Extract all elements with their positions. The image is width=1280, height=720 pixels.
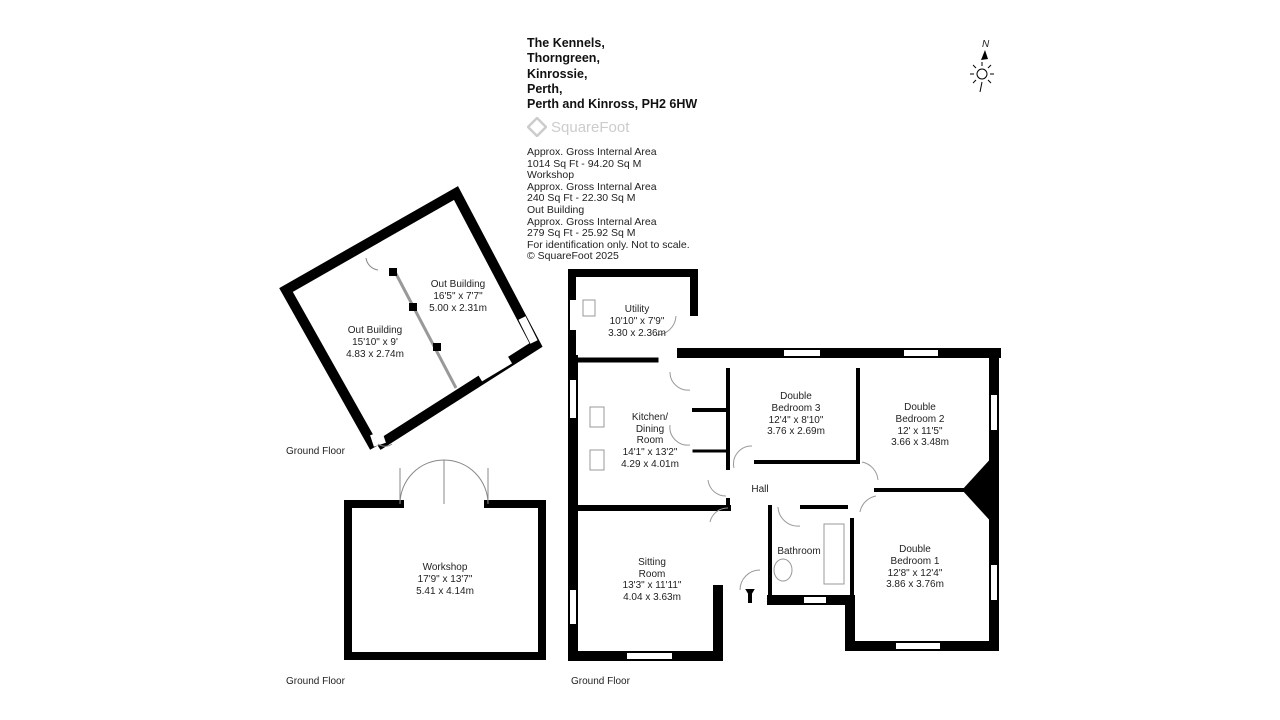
room-dim-metric: 4.83 x 2.74m bbox=[346, 349, 404, 360]
address-line: The Kennels, bbox=[527, 36, 605, 50]
property-address: The Kennels, Thorngreen, Kinrossie, Pert… bbox=[527, 36, 697, 112]
room-dim-imperial: 16'5" x 7'7" bbox=[433, 291, 483, 302]
room-dim-imperial: 12' x 11'5" bbox=[898, 426, 943, 437]
house-plan bbox=[568, 269, 1001, 661]
room-name: Bathroom bbox=[777, 546, 820, 557]
info-line: 1014 Sq Ft - 94.20 Sq M bbox=[527, 157, 642, 170]
floor-label: Ground Floor bbox=[286, 676, 346, 687]
workshop-plan bbox=[344, 459, 546, 660]
room-name: Bedroom 1 bbox=[891, 556, 940, 567]
room-dim-metric: 5.41 x 4.14m bbox=[416, 586, 474, 597]
floor-label: Ground Floor bbox=[571, 676, 631, 687]
room-dim-imperial: 15'10" x 9' bbox=[352, 337, 398, 348]
room-name: Bedroom 2 bbox=[896, 414, 945, 425]
room-name: Double bbox=[904, 402, 936, 413]
room-dim-metric: 5.00 x 2.31m bbox=[429, 303, 487, 314]
room-name: Double bbox=[899, 544, 931, 555]
address-line: Perth, bbox=[527, 81, 563, 96]
room-dim-imperial: 17'9" x 13'7" bbox=[418, 574, 473, 585]
info-line: 279 Sq Ft - 25.92 Sq M bbox=[527, 227, 636, 240]
area-info: Approx. Gross Internal Area 1014 Sq Ft -… bbox=[527, 146, 690, 263]
room-name: Workshop bbox=[423, 562, 468, 573]
room-dim-imperial: 13'3" x 11'11" bbox=[623, 580, 682, 591]
room-name: Out Building bbox=[348, 325, 402, 336]
compass-icon: N bbox=[970, 39, 994, 93]
logo-text: SquareFoot bbox=[551, 118, 630, 136]
room-dim-metric: 3.76 x 2.69m bbox=[767, 426, 825, 437]
info-line: For identification only. Not to scale. bbox=[527, 238, 690, 251]
room-dim-imperial: 12'4" x 8'10" bbox=[769, 415, 824, 426]
room-name: Room bbox=[639, 569, 666, 580]
room-name: Dining bbox=[636, 424, 664, 435]
info-line: 240 Sq Ft - 22.30 Sq M bbox=[527, 192, 636, 205]
room-name: Bedroom 3 bbox=[772, 403, 821, 414]
info-line: Workshop bbox=[527, 169, 575, 182]
info-line: Approx. Gross Internal Area bbox=[527, 180, 657, 193]
room-dim-imperial: 14'1" x 13'2" bbox=[623, 447, 678, 458]
room-dim-metric: 3.86 x 3.76m bbox=[886, 579, 944, 590]
address-line: Thorngreen, bbox=[527, 51, 600, 66]
info-line: © SquareFoot 2025 bbox=[527, 250, 619, 263]
room-dim-metric: 3.66 x 3.48m bbox=[891, 437, 949, 448]
room-name: Double bbox=[780, 391, 812, 402]
info-line: Approx. Gross Internal Area bbox=[527, 146, 657, 158]
entrance-arrow-icon bbox=[745, 589, 755, 603]
room-name: Kitchen/ bbox=[632, 412, 668, 423]
info-line: Approx. Gross Internal Area bbox=[527, 215, 657, 228]
room-name: Sitting bbox=[638, 557, 666, 568]
info-line: Out Building bbox=[527, 203, 585, 216]
room-name: Room bbox=[637, 435, 664, 446]
squarefoot-logo: SquareFoot bbox=[527, 117, 629, 137]
floor-label: Ground Floor bbox=[286, 446, 346, 457]
room-dim-metric: 4.29 x 4.01m bbox=[621, 459, 679, 470]
room-name: Hall bbox=[751, 484, 768, 495]
room-name: Out Building bbox=[431, 279, 485, 290]
room-dim-imperial: 10'10" x 7'9" bbox=[610, 316, 665, 327]
room-dim-metric: 4.04 x 3.63m bbox=[623, 592, 681, 603]
address-line: Perth and Kinross, PH2 6HW bbox=[527, 97, 698, 112]
room-name: Utility bbox=[625, 304, 649, 315]
address-line: Kinrossie, bbox=[527, 66, 588, 81]
room-dim-imperial: 12'8" x 12'4" bbox=[888, 568, 943, 579]
compass-north-label: N bbox=[982, 39, 990, 50]
room-dim-metric: 3.30 x 2.36m bbox=[608, 328, 666, 339]
outbuilding-plan bbox=[279, 186, 543, 450]
logo-diamond-icon bbox=[527, 117, 547, 137]
